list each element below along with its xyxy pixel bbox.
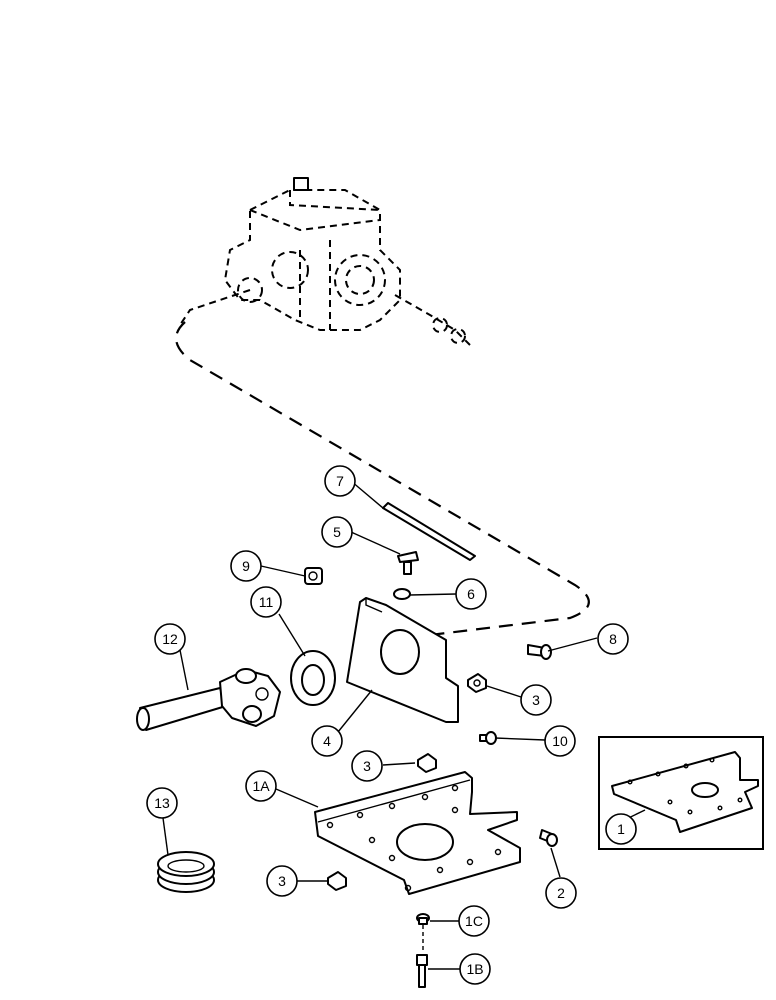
driveshaft-part-12 — [136, 668, 281, 731]
callout-12: 12 — [154, 623, 186, 655]
callout-13: 13 — [146, 787, 178, 819]
callout-9: 9 — [230, 550, 262, 582]
screw-part-5 — [397, 551, 419, 575]
svg-text:7: 7 — [336, 473, 344, 489]
svg-text:2: 2 — [557, 885, 565, 901]
base-plate-part-1a — [314, 771, 521, 895]
bolt-part-1b — [416, 954, 428, 988]
svg-text:10: 10 — [552, 733, 568, 749]
callout-10: 10 — [544, 725, 576, 757]
nut-part-3-middle — [417, 753, 437, 773]
seal-part-11 — [290, 650, 336, 706]
callout-1c: 1C — [458, 905, 490, 937]
svg-text:6: 6 — [467, 586, 475, 602]
callout-3-middle: 3 — [351, 750, 383, 782]
bracket-part-4 — [346, 597, 459, 723]
assembly-path-dashed — [175, 321, 590, 637]
callout-5: 5 — [321, 516, 353, 548]
svg-text:13: 13 — [154, 795, 170, 811]
svg-text:8: 8 — [609, 631, 617, 647]
svg-text:3: 3 — [363, 758, 371, 774]
nut-part-3-upper — [467, 673, 487, 693]
callout-11: 11 — [250, 586, 282, 618]
svg-text:1: 1 — [617, 821, 625, 837]
callout-6: 6 — [455, 578, 487, 610]
washer-part-6 — [393, 588, 411, 600]
bolt-part-2 — [539, 829, 558, 847]
rod-part-7 — [382, 502, 476, 561]
bolt-part-8 — [527, 644, 552, 660]
callout-3-upper: 3 — [520, 684, 552, 716]
callout-4: 4 — [311, 725, 343, 757]
callout-1a: 1A — [245, 770, 277, 802]
svg-text:3: 3 — [532, 692, 540, 708]
gearbox-ghost — [179, 177, 471, 346]
callout-7: 7 — [324, 465, 356, 497]
callout-1b: 1B — [459, 953, 491, 985]
svg-text:5: 5 — [333, 524, 341, 540]
washer-part-1c — [416, 913, 430, 925]
svg-text:9: 9 — [242, 558, 250, 574]
svg-text:3: 3 — [278, 873, 286, 889]
callout-1: 1 — [605, 813, 637, 845]
callout-3-lower: 3 — [266, 865, 298, 897]
svg-text:1B: 1B — [466, 961, 483, 977]
callout-8: 8 — [597, 623, 629, 655]
callout-2: 2 — [545, 877, 577, 909]
svg-text:1C: 1C — [465, 913, 483, 929]
svg-text:1A: 1A — [252, 778, 270, 794]
nut-part-9 — [304, 567, 323, 585]
nut-part-3-lower — [327, 871, 347, 891]
svg-text:4: 4 — [323, 733, 331, 749]
inset-box — [598, 736, 764, 850]
svg-text:11: 11 — [259, 594, 274, 610]
bolt-part-10 — [479, 731, 497, 745]
svg-text:12: 12 — [162, 631, 178, 647]
spring-part-13 — [157, 851, 215, 893]
